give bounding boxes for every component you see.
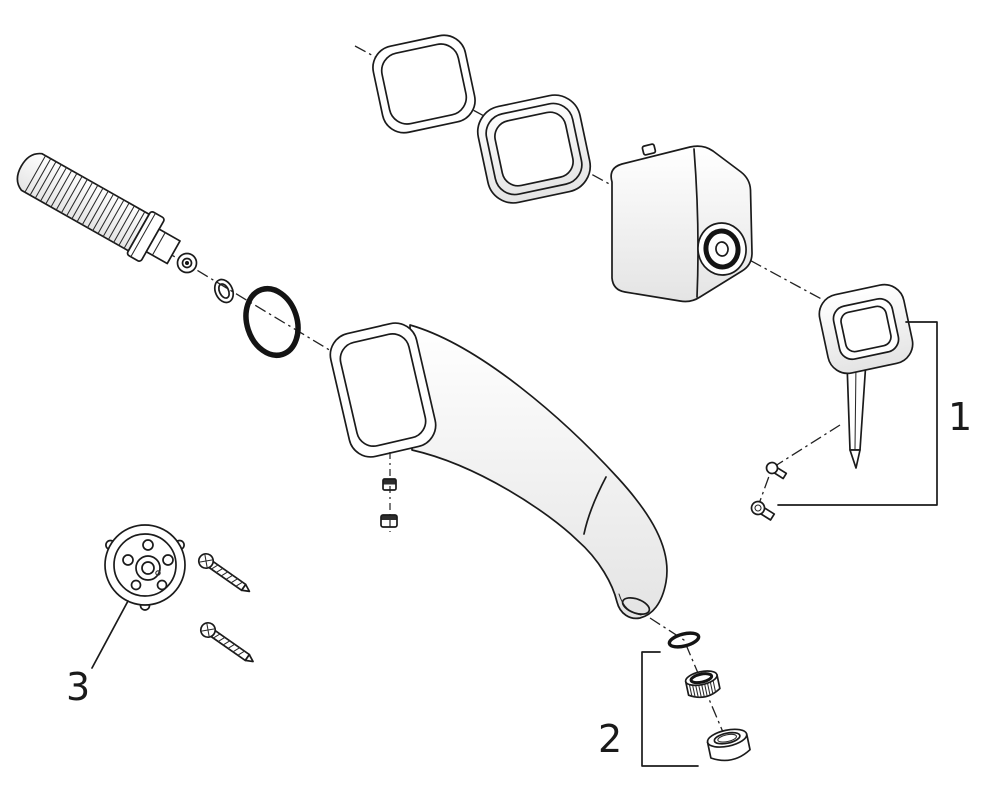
mounting-flange	[104, 524, 186, 611]
o-ring-large	[243, 286, 301, 358]
handle-screw-1	[765, 461, 788, 480]
valve-body-port	[697, 222, 747, 276]
spout-outlet	[621, 597, 651, 615]
callout-3-label: 3	[66, 665, 90, 709]
nipple-ribs	[24, 155, 146, 249]
aerator-mousseur	[684, 670, 721, 699]
callout-3-leader	[91, 600, 129, 669]
spout-body	[409, 324, 668, 620]
nipple-end-seal	[176, 252, 198, 274]
handle-screws	[750, 461, 788, 521]
inlet-nipple	[16, 152, 181, 265]
valve-body-nub	[641, 143, 657, 156]
mounting-screw-1	[197, 552, 251, 593]
callout-2-label: 2	[598, 717, 622, 761]
callout-2-bracket	[641, 651, 699, 767]
escutcheon-gasket	[372, 34, 476, 134]
o-ring-small	[213, 278, 235, 304]
set-screw-cap	[380, 514, 398, 528]
handle-screw-2	[750, 500, 776, 521]
handle-stem	[846, 360, 867, 469]
handle	[818, 283, 914, 375]
aerator-flow-ring	[706, 728, 751, 762]
mounting-screw-2	[199, 621, 254, 663]
set-screw	[382, 478, 397, 491]
callout-1-bracket	[777, 321, 938, 506]
valve-body	[610, 143, 753, 303]
aerator-o-ring	[667, 631, 701, 649]
spout-flange	[329, 322, 437, 458]
callout-1-label: 1	[948, 395, 972, 439]
escutcheon-plate	[476, 94, 592, 204]
set-screws	[380, 478, 398, 528]
